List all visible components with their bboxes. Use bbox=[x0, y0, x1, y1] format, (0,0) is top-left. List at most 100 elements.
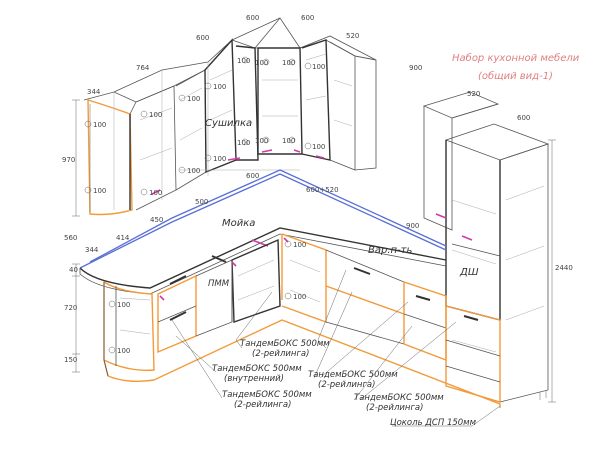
svg-text:100: 100 bbox=[312, 63, 325, 71]
title-line1: Набор кухонной мебели bbox=[452, 52, 580, 64]
tall-handles bbox=[435, 213, 473, 241]
label-dsh: ДШ bbox=[459, 267, 479, 278]
upper-handles bbox=[227, 149, 325, 161]
offset-17: 100 bbox=[108, 300, 130, 309]
base-pmm bbox=[195, 259, 233, 337]
dim-560: 560 bbox=[64, 234, 77, 242]
dim-600e: 600 bbox=[517, 114, 530, 122]
countertop bbox=[79, 169, 447, 295]
tall-main-side bbox=[499, 143, 549, 403]
base-handles bbox=[169, 255, 479, 321]
offset-1: 100 bbox=[84, 120, 106, 129]
dim-600a: 600 bbox=[246, 14, 259, 22]
callout-3-b: (2-рейлинга) bbox=[234, 400, 291, 410]
base-cabinets bbox=[103, 233, 501, 408]
corner-top-right bbox=[299, 35, 377, 61]
dim-900a: 900 bbox=[409, 64, 422, 72]
callout-5-b: (2-рейлинга) bbox=[366, 403, 423, 413]
base-end-rounded bbox=[103, 280, 155, 371]
offset-2: 100 bbox=[84, 186, 106, 195]
upper-cab-600b bbox=[204, 38, 237, 174]
offset-11: 100 bbox=[255, 58, 270, 67]
label-varpov: Вар.п-ть bbox=[368, 245, 412, 256]
svg-text:100: 100 bbox=[117, 347, 130, 355]
dim-40: 40 bbox=[69, 266, 78, 274]
offset-10: 100 bbox=[237, 138, 250, 147]
svg-text:100: 100 bbox=[282, 137, 295, 145]
callout-4-a: ТандемБОКС 500мм bbox=[308, 370, 398, 380]
svg-text:100: 100 bbox=[237, 57, 250, 65]
dimensions: 600 600 600 520 764 344 970 500 450 600 … bbox=[62, 14, 573, 403]
title-line2: (общий вид-1) bbox=[478, 70, 553, 82]
label-sushilka: Сушилка bbox=[205, 118, 252, 129]
dim-970: 970 bbox=[62, 156, 75, 164]
offset-12: 100 bbox=[255, 136, 270, 145]
dim-150: 150 bbox=[64, 356, 77, 364]
dim-520b: 520 bbox=[467, 90, 480, 98]
tall-cabinet bbox=[422, 91, 550, 403]
tall-top-upper bbox=[422, 91, 500, 119]
dim-500: 500 bbox=[195, 198, 208, 206]
offset-20: 100 bbox=[284, 292, 306, 301]
svg-text:100: 100 bbox=[187, 95, 200, 103]
dim-414: 414 bbox=[116, 234, 130, 242]
svg-text:100: 100 bbox=[213, 83, 226, 91]
svg-text:100: 100 bbox=[149, 189, 162, 197]
offset-18: 100 bbox=[108, 346, 130, 355]
svg-text:100: 100 bbox=[255, 137, 268, 145]
svg-text:100: 100 bbox=[149, 111, 162, 119]
plinth bbox=[103, 319, 501, 408]
dim-600520: 600+520 bbox=[306, 186, 339, 194]
dim-344b: 344 bbox=[85, 246, 99, 254]
offset-5: 100 bbox=[178, 94, 200, 103]
upper-corner-right bbox=[301, 39, 331, 161]
callout-3-a: ТандемБОКС 500мм bbox=[222, 390, 312, 400]
offset-9: 100 bbox=[237, 56, 250, 65]
offset-19: 100 bbox=[284, 240, 306, 249]
svg-text:100: 100 bbox=[117, 301, 130, 309]
svg-text:100: 100 bbox=[282, 59, 295, 67]
offset-markers: 100 100 100 100 100 100 100 100 100 100 … bbox=[84, 56, 325, 355]
upper-cab-764 bbox=[129, 85, 177, 211]
offset-8: 100 bbox=[204, 154, 226, 163]
offset-14: 100 bbox=[282, 136, 295, 145]
label-moika: Мойка bbox=[222, 218, 255, 229]
countertop-front-edge bbox=[79, 227, 447, 289]
offset-13: 100 bbox=[282, 58, 295, 67]
svg-text:100: 100 bbox=[312, 143, 325, 151]
callouts: ТандемБОКС 500мм (2-рейлинга) ТандемБОКС… bbox=[171, 269, 501, 428]
dim-450: 450 bbox=[150, 216, 163, 224]
tall-top-main bbox=[444, 123, 550, 161]
offset-7: 100 bbox=[204, 82, 226, 91]
callout-1-b: (2-рейлинга) bbox=[252, 349, 309, 359]
dim-600b: 600 bbox=[301, 14, 314, 22]
svg-text:100: 100 bbox=[293, 241, 306, 249]
dim-2440: 2440 bbox=[555, 264, 573, 272]
offset-6: 100 bbox=[178, 166, 200, 175]
svg-text:100: 100 bbox=[213, 155, 226, 163]
svg-text:100: 100 bbox=[187, 167, 200, 175]
callout-1-a: ТандемБОКС 500мм bbox=[240, 339, 330, 349]
dim-344a: 344 bbox=[87, 88, 101, 96]
upper-end-rounded bbox=[87, 99, 133, 216]
callout-5-a: ТандемБОКС 500мм bbox=[354, 393, 444, 403]
offset-4: 100 bbox=[140, 188, 162, 197]
dim-900b: 900 bbox=[406, 222, 419, 230]
svg-text:100: 100 bbox=[293, 293, 306, 301]
svg-text:100: 100 bbox=[237, 139, 250, 147]
callout-2-a: ТандемБОКС 500мм bbox=[212, 364, 302, 374]
upper-cab-520 bbox=[329, 41, 356, 171]
svg-text:100: 100 bbox=[93, 187, 106, 195]
callout-4-b: (2-рейлинга) bbox=[318, 380, 375, 390]
tall-main-front bbox=[445, 140, 501, 321]
base-under-tall bbox=[445, 305, 501, 403]
upper-cabinets bbox=[83, 17, 377, 216]
label-pmm: ПММ bbox=[208, 279, 230, 289]
dim-720: 720 bbox=[64, 304, 77, 312]
base-varp bbox=[325, 249, 405, 345]
svg-text:100: 100 bbox=[255, 59, 268, 67]
offset-3: 100 bbox=[140, 110, 162, 119]
dim-600c: 600 bbox=[196, 34, 209, 42]
